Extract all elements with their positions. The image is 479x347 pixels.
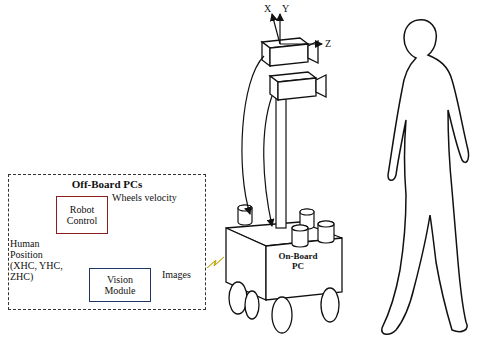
axis-label: Z [325,38,331,49]
wireless-symbol [207,257,224,268]
node-text: Vision Module [93,274,147,296]
onboard-pc-label-box: On-Board PC [272,248,324,276]
axis-label: X [264,3,271,14]
camera-cable [264,96,272,226]
signal-label: Wheels velocity [112,192,177,203]
camera-cable [242,56,264,214]
signal-label: Images [162,269,191,280]
axis-label: Y [282,3,289,14]
node-text: Robot Control [60,204,104,226]
process-box: Robot Control [56,196,108,234]
coordinate-axes [272,14,322,44]
cart-body [226,222,342,333]
process-box: Vision Module [89,268,151,302]
group-title: Off-Board PCs [13,178,201,190]
human-silhouette [382,20,469,335]
edge-label: Human Position (XHC, YHC, ZHC) [10,238,70,282]
node-text: On-Board PC [273,252,323,272]
camera-mast [276,88,286,228]
stereo-cameras [262,38,326,100]
